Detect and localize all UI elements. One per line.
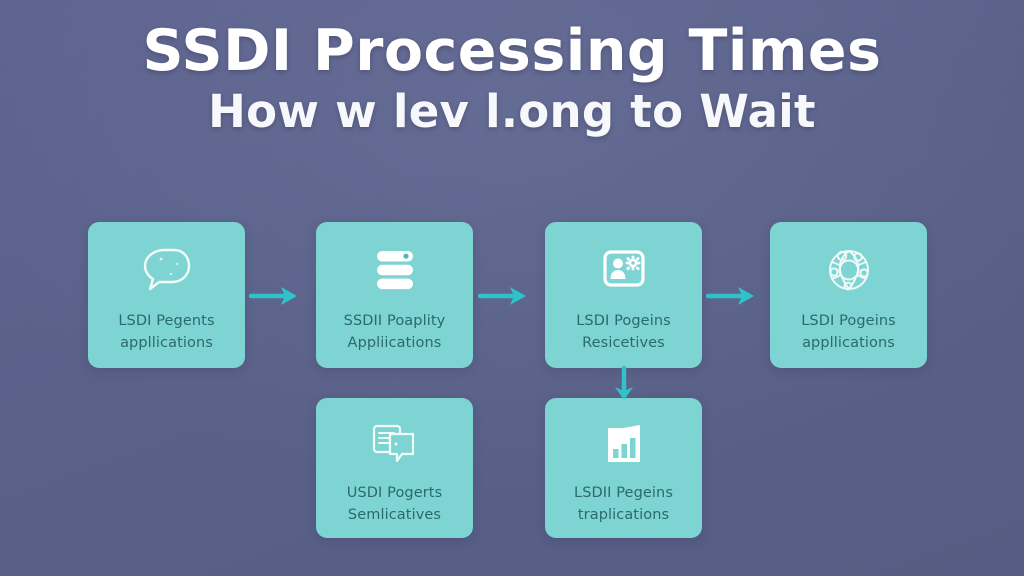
arrow-right-icon-connector-2 [477, 283, 530, 309]
flow-card-label: LSDII Pegeins traplications [574, 485, 673, 524]
flow-card-label: SSDII Poaplity Appliications [343, 313, 446, 352]
user-settings-icon [545, 244, 702, 296]
flow-card-step-6[interactable]: LSDII Pegeins traplications [545, 398, 702, 538]
flow-card-step-4[interactable]: LSDI Pogeins appllications [770, 222, 927, 368]
documents-icon [316, 420, 473, 470]
speech-bubble-icon [88, 244, 245, 296]
header: SSDI Processing Times How w lev l.ong to… [0, 18, 1024, 139]
flow-card-step-5[interactable]: USDI Pogerts Semlicatives [316, 398, 473, 538]
page-title: SSDI Processing Times [142, 18, 882, 84]
bar-chart-icon [545, 420, 702, 470]
flow-card-label: LSDI Pogeins appllications [801, 313, 896, 352]
server-stack-icon [316, 244, 473, 296]
flow-card-step-3[interactable]: LSDI Pogeins Resicetives [545, 222, 702, 368]
flow-card-label: LSDI Pogeins Resicetives [576, 313, 671, 352]
flow-card-step-2[interactable]: SSDII Poaplity Appliications [316, 222, 473, 368]
page-subtitle: How w lev l.ong to Wait [208, 85, 816, 139]
arrow-right-icon-connector-3 [705, 283, 758, 309]
flow-card-label: USDI Pogerts Semlicatives [346, 485, 443, 524]
flow-card-step-1[interactable]: LSDI Pegents appllications [88, 222, 245, 368]
flow-card-label: LSDI Pegents appllications [118, 313, 215, 352]
arrow-down-icon-connector-4 [611, 364, 637, 402]
network-globe-icon [770, 244, 927, 296]
arrow-right-icon-connector-1 [248, 283, 301, 309]
